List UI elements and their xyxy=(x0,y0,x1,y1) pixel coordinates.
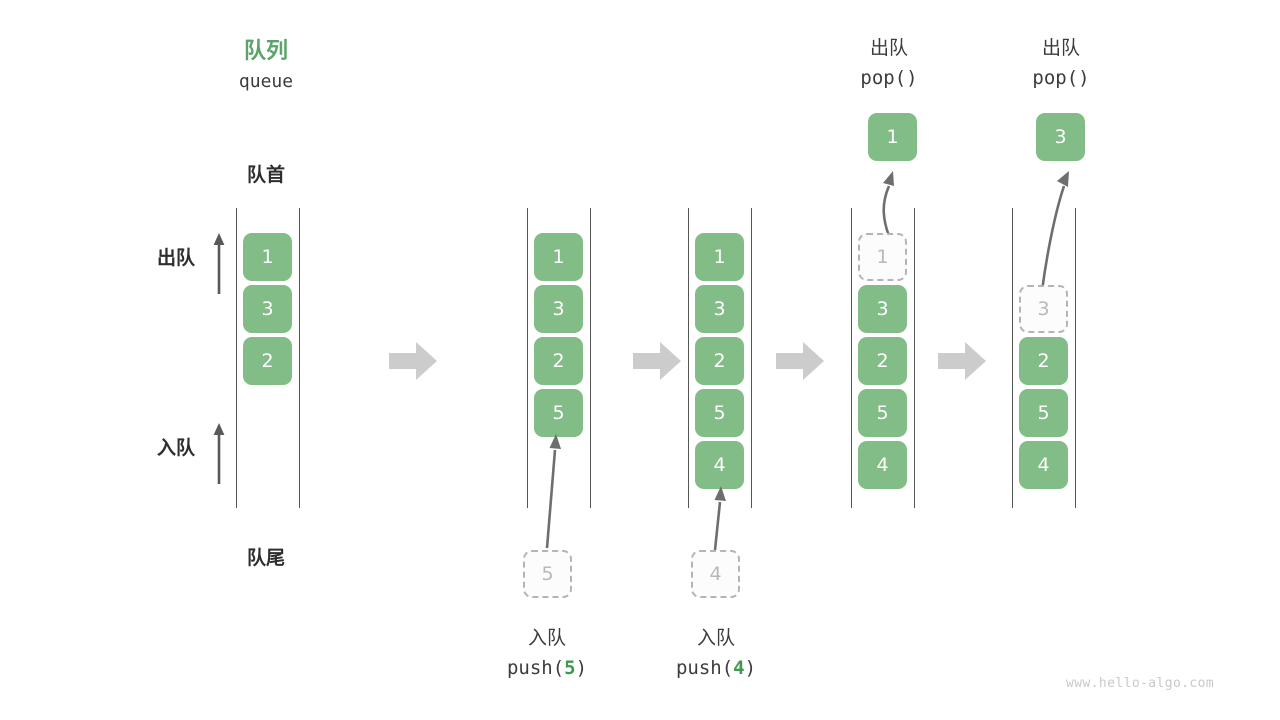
push-5-code-arg: 5 xyxy=(564,657,576,679)
queue-stage-initial: 1 3 2 xyxy=(236,208,300,508)
popped-cell: 1 xyxy=(868,113,917,161)
queue-stage-after-push-5: 1 3 2 5 xyxy=(527,208,591,508)
push-5-arrow-icon xyxy=(520,430,568,550)
queue-cell: 3 xyxy=(695,285,744,333)
queue-cell: 4 xyxy=(1019,441,1068,489)
queue-rail-right xyxy=(590,208,591,508)
transition-arrow-icon xyxy=(938,342,986,380)
transition-arrow-icon xyxy=(389,342,437,380)
dequeue-direction-label: 出队 xyxy=(156,247,195,269)
push-5-label-cn: 入队 xyxy=(527,627,566,649)
pop-2-label-code: pop() xyxy=(1032,67,1090,89)
popped-cell: 3 xyxy=(1036,113,1085,161)
queue-cell: 2 xyxy=(858,337,907,385)
push-4-arrow-icon xyxy=(689,482,737,552)
queue-cell: 2 xyxy=(1019,337,1068,385)
queue-cell: 2 xyxy=(534,337,583,385)
queue-cell: 1 xyxy=(695,233,744,281)
push-4-code-prefix: push( xyxy=(675,657,734,679)
queue-title-en: queue xyxy=(238,71,294,92)
queue-cell: 5 xyxy=(1019,389,1068,437)
enqueue-direction-arrow-icon xyxy=(212,422,226,484)
push-4-label-cn: 入队 xyxy=(696,627,735,649)
queue-front-label: 队首 xyxy=(246,164,285,186)
pop-2-arrow-icon xyxy=(1012,168,1082,293)
queue-cell: 5 xyxy=(695,389,744,437)
push-4-code-arg: 4 xyxy=(733,657,745,679)
pop-2-label-cn: 出队 xyxy=(1041,37,1080,59)
transition-arrow-icon xyxy=(776,342,824,380)
queue-cell: 3 xyxy=(243,285,292,333)
queue-cell-new: 4 xyxy=(695,441,744,489)
queue-rail-left xyxy=(236,208,237,508)
queue-rail-right xyxy=(751,208,752,508)
queue-rail-right xyxy=(914,208,915,508)
push-5-code-prefix: push( xyxy=(506,657,565,679)
push-5-code-suffix: ) xyxy=(575,657,588,679)
push-4-label-code: push(4) xyxy=(656,657,776,679)
watermark: www.hello-algo.com xyxy=(1066,676,1215,691)
queue-cell: 1 xyxy=(534,233,583,281)
queue-cell: 1 xyxy=(243,233,292,281)
queue-rail-left xyxy=(688,208,689,508)
queue-cell-removed-ghost: 1 xyxy=(858,233,907,281)
queue-cell: 2 xyxy=(695,337,744,385)
push-5-incoming-ghost-cell: 5 xyxy=(523,550,572,598)
queue-cell-new: 5 xyxy=(534,389,583,437)
transition-arrow-icon xyxy=(633,342,681,380)
queue-cell: 3 xyxy=(534,285,583,333)
queue-rail-right xyxy=(1075,208,1076,508)
queue-cell-removed-ghost: 3 xyxy=(1019,285,1068,333)
enqueue-direction-label: 入队 xyxy=(156,437,195,459)
push-4-incoming-ghost-cell: 4 xyxy=(691,550,740,598)
queue-cell: 4 xyxy=(858,441,907,489)
queue-rail-right xyxy=(299,208,300,508)
push-5-label-code: push(5) xyxy=(487,657,607,679)
dequeue-direction-arrow-icon xyxy=(212,232,226,294)
queue-stage-after-push-4: 1 3 2 5 4 xyxy=(688,208,752,508)
push-4-code-suffix: ) xyxy=(744,657,757,679)
pop-1-label-code: pop() xyxy=(860,67,918,89)
queue-cell: 2 xyxy=(243,337,292,385)
queue-rail-left xyxy=(1012,208,1013,508)
queue-cell: 5 xyxy=(858,389,907,437)
queue-title-cn: 队列 xyxy=(243,39,288,64)
queue-rail-left xyxy=(851,208,852,508)
pop-1-label-cn: 出队 xyxy=(869,37,908,59)
queue-rear-label: 队尾 xyxy=(246,547,285,569)
queue-rail-left xyxy=(527,208,528,508)
queue-stage-after-pop-3: 3 2 5 4 xyxy=(1012,208,1076,508)
queue-cell: 3 xyxy=(858,285,907,333)
pop-1-arrow-icon xyxy=(855,168,915,238)
queue-stage-after-pop-1: 1 3 2 5 4 xyxy=(851,208,915,508)
